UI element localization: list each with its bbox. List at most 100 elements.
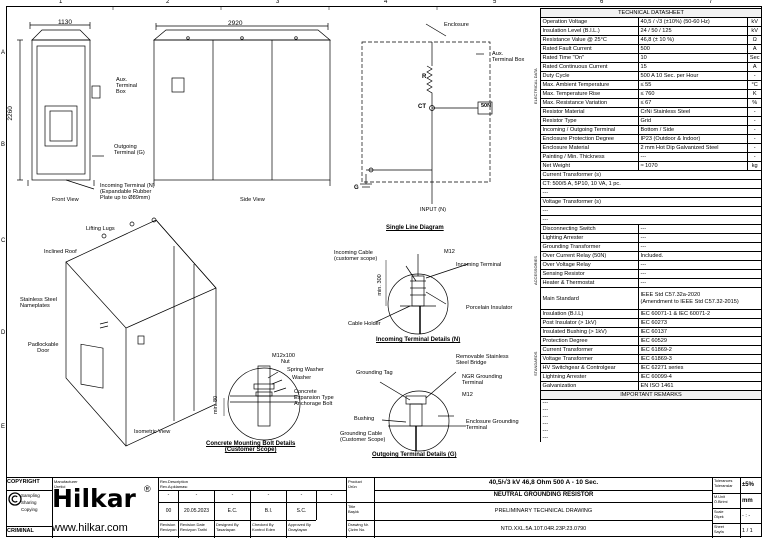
datasheet-value: --- <box>637 152 749 162</box>
datasheet-key: Operation Voltage <box>540 17 639 27</box>
zone-6: 6 <box>600 0 604 5</box>
datasheet-value: IEC 60273 <box>638 318 762 328</box>
datasheet-key: Lightning Arrester <box>540 372 639 382</box>
mounting-bolt-detail <box>223 365 301 441</box>
label-dim-300: min. 300 <box>376 274 383 296</box>
datasheet-key: Voltage Transformer <box>540 354 639 364</box>
datasheet-unit: - <box>747 116 762 126</box>
isometric-view <box>65 217 217 447</box>
label-mounting-details: Concrete Mounting Bolt Details (Customer… <box>206 441 296 454</box>
remark-text: --- <box>540 399 762 407</box>
vt-dash-1-cell: --- <box>540 206 762 216</box>
label-incoming-cable: Incoming Cable (customer scope) <box>334 250 378 262</box>
datasheet-key: Current Transformer <box>540 345 639 355</box>
datasheet-key: Net Weight <box>540 161 639 171</box>
datasheet-value: EN ISO 1461 <box>638 381 762 391</box>
datasheet-unit: - <box>747 143 762 153</box>
term-sharing: Sharing <box>21 500 37 505</box>
drawing-area <box>17 6 493 452</box>
datasheet-unit: Sec <box>747 53 762 63</box>
datasheet-title: TECHNICAL DATASHEET <box>540 8 762 18</box>
label-bushing: Bushing <box>354 416 375 422</box>
dim-height: 2260 <box>6 106 14 121</box>
datasheet-key: Rated Time "On" <box>540 53 639 63</box>
label-outgoing-details: Outgoing Terminal Details (G) <box>372 452 457 458</box>
rev-empty <box>316 502 346 520</box>
label-padlockable-door: Padlockable Door <box>28 342 59 354</box>
term-copying: Copying <box>21 507 38 512</box>
datasheet-value: IEC 60529 <box>638 336 762 346</box>
datasheet-key: Enclosure Protection Degree <box>540 134 639 144</box>
rev-desc-dash-6: - <box>316 490 346 502</box>
datasheet-unit: - <box>747 107 762 117</box>
zone-e: E <box>1 424 6 430</box>
label-inclined-roof: Inclined Roof <box>44 249 77 255</box>
datasheet-key: Painting / Min. Thickness <box>540 152 639 162</box>
datasheet-value: IEC 62271 series <box>638 363 762 373</box>
label-r: R <box>422 74 427 80</box>
datasheet-value: 40,5 / √3 (±10%) (50-60 Hz) <box>637 17 749 27</box>
website-link[interactable]: www.hilkar.com <box>52 522 128 534</box>
label-washer: Washer <box>292 375 312 381</box>
accessory-row: Lighting Arrester--- <box>540 233 762 243</box>
incoming-terminal-detail <box>375 254 469 335</box>
label-grounding-cable: Grounding Cable (Customer Scope) <box>340 431 386 443</box>
datasheet-unit: A <box>747 44 762 54</box>
ct-dash-cell: --- <box>540 188 762 198</box>
label-enclosure: Enclosure <box>444 22 469 28</box>
rev-no: 00 <box>158 502 178 520</box>
datasheet-value: CrNi Stainless Steel <box>637 107 749 117</box>
label-incoming-terminal-note: Incoming Terminal (N) (Expandable Rubber… <box>100 183 155 201</box>
datasheet-key: Max. Resistance Variation <box>540 98 639 108</box>
criminal-label: CRIMINAL <box>6 526 52 538</box>
scale-label: Scale Ölçek <box>712 508 740 523</box>
datasheet-unit: kV <box>747 26 762 36</box>
remark-row: --- <box>540 414 762 421</box>
datasheet-key: Resistor Type <box>540 116 639 126</box>
checked-by: B.I. <box>250 502 286 520</box>
label-incoming-terminal: Incoming Terminal <box>456 262 502 268</box>
accessory-row: Over Voltage Relay--- <box>540 260 762 270</box>
remark-row: --- <box>540 421 762 428</box>
rev-desc-dash-2: - <box>178 490 214 502</box>
label-lifting-lugs: Lifting Lugs <box>86 226 115 232</box>
datasheet-key: Resistance Value @ 25°C <box>540 35 639 45</box>
datasheet-value: Grid <box>637 116 749 126</box>
header-revision: Revision Revizyon <box>158 520 178 538</box>
label-concrete-anchor: Concrete Expansion Type Anchorage Bolt <box>294 389 334 407</box>
datasheet-key: Max. Ambient Temperature <box>540 80 639 90</box>
datasheet-unit: - <box>747 125 762 135</box>
drawing-nr-label: Drawing Nr. Çizim No. <box>346 520 374 538</box>
rev-desc-dash-3: - <box>214 490 250 502</box>
scale-value: - : - <box>740 508 762 523</box>
front-view <box>17 22 104 190</box>
product-name: NEUTRAL GROUNDING RESISTOR <box>374 490 712 502</box>
datasheet-value: IEC 60137 <box>638 327 762 337</box>
datasheet-key: Resistor Material <box>540 107 639 117</box>
remarks-title: IMPORTANT REMARKS <box>540 390 762 400</box>
title-value: PRELIMINARY TECHNICAL DRAWING <box>374 502 712 520</box>
label-ct: CT <box>418 104 426 110</box>
label-aux-terminal-box-sld: Aux. Terminal Box <box>492 51 525 63</box>
copyright-terms: Sampling Sharing Copying <box>6 490 52 526</box>
standard-row: Insulation (B.I.L)IEC 60071-1 & IEC 6007… <box>540 309 762 319</box>
datasheet-unit: kg <box>747 161 762 171</box>
datasheet-unit: K <box>747 89 762 99</box>
label-g: G <box>354 185 359 191</box>
label-outgoing-terminal: Outgoing Terminal (G) <box>114 144 145 156</box>
datasheet-key: Incoming / Outgoing Terminal <box>540 125 639 135</box>
datasheet-unit: Ω <box>747 35 762 45</box>
outgoing-terminal-detail <box>379 371 466 452</box>
standard-row: Post Insulator (> 1kV)IEC 60273 <box>540 318 762 328</box>
zone-7: 7 <box>709 0 713 5</box>
remark-text: --- <box>540 421 762 428</box>
header-approved-by: Approved By Onaylayan <box>286 520 316 538</box>
copyright-label: COPYRIGHT <box>7 479 40 485</box>
datasheet-value: 10 <box>637 53 749 63</box>
